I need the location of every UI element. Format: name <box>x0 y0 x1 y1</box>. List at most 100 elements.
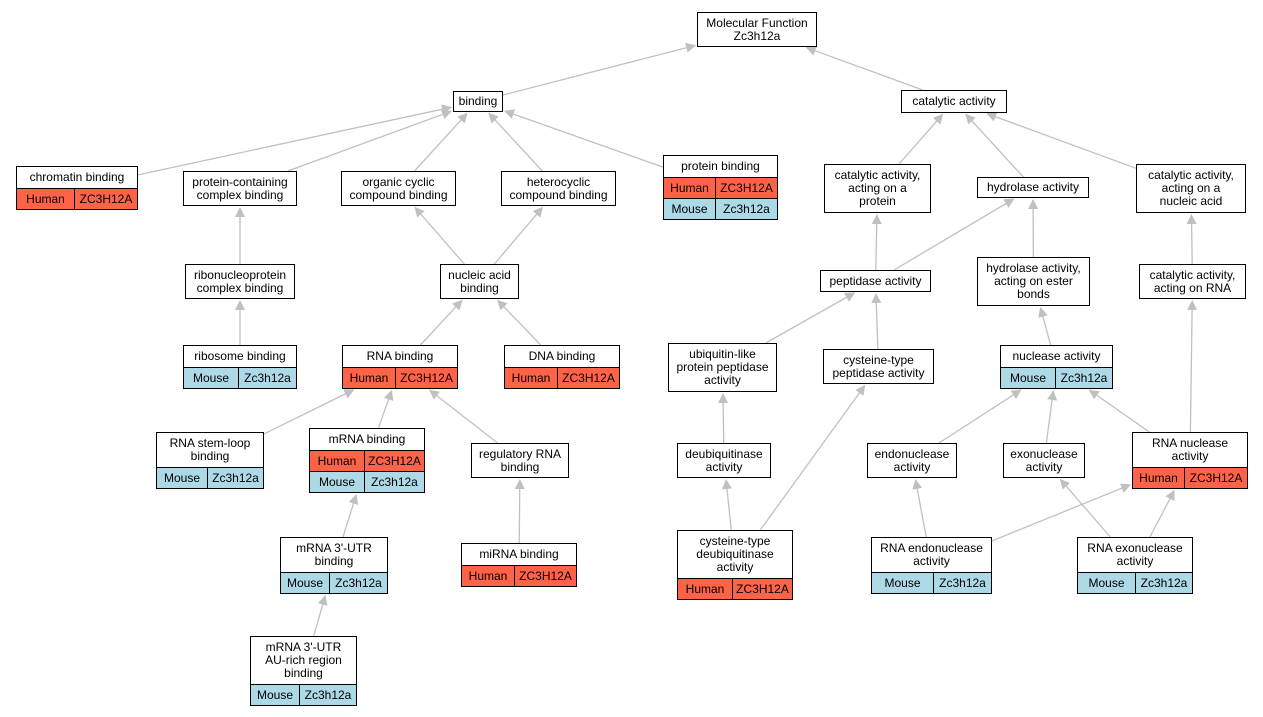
species-cell: Human <box>26 191 65 206</box>
edge-rna-nuclease-activity-to-catalytic-activity-rna <box>1187 299 1198 433</box>
edge-regulatory-rna-binding-to-rna-binding <box>429 389 498 444</box>
edge-hydrolase-activity-to-catalytic-activity <box>965 113 1024 178</box>
gene-cell: Zc3h12a <box>299 685 356 705</box>
species-cell: Mouse <box>163 470 201 485</box>
species-cell: Human <box>317 453 357 468</box>
node-exonuclease-activity: exonuclease activity <box>1003 443 1085 478</box>
species-cell: Human <box>685 581 725 596</box>
node-label: mRNA binding <box>328 432 406 446</box>
edge-catalytic-activity-rna-to-catalytic-activity-nucleic-acid <box>1186 213 1197 265</box>
node-label: protein binding <box>681 159 760 173</box>
annotation-row: Human ZC3H12A <box>1133 467 1247 488</box>
node-protein-containing-complex-binding: protein-containing complex binding <box>183 171 297 206</box>
edge-catalytic-activity-nucleic-acid-to-catalytic-activity <box>986 112 1137 169</box>
species-cell: Mouse <box>286 575 324 590</box>
species-cell: Human <box>1139 470 1178 485</box>
node-label: hydrolase activity, acting on ester bond… <box>986 261 1081 301</box>
species-cell: Human <box>511 370 551 385</box>
edge-exonuclease-activity-to-nuclease-activity <box>1045 389 1058 444</box>
edge-mrna-3utr-binding-to-mrna-binding <box>342 493 359 538</box>
node-label: chromatin binding <box>29 170 125 184</box>
node-label: Molecular Function Zc3h12a <box>706 15 808 43</box>
edge-binding-to-molecular-function <box>502 42 697 96</box>
node-label: hydrolase activity <box>986 180 1080 194</box>
node-label: binding <box>458 94 498 108</box>
node-label: ribosome binding <box>194 349 286 363</box>
node-cysteine-type-peptidase: cysteine-type peptidase activity <box>823 349 934 384</box>
gene-cell: ZC3H12A <box>715 178 777 198</box>
edge-ubiquitin-like-peptidase-to-peptidase-activity <box>765 292 856 344</box>
edge-protein-binding-to-binding <box>503 109 664 168</box>
gene-cell: Zc3h12a <box>364 472 424 492</box>
edge-mirna-binding-to-regulatory-rna-binding <box>514 478 525 544</box>
gene-cell: Zc3h12a <box>1055 368 1112 388</box>
node-hydrolase-activity: hydrolase activity <box>977 177 1089 198</box>
node-regulatory-rna-binding: regulatory RNA binding <box>471 443 569 478</box>
node-organic-cyclic-compound-binding: organic cyclic compound binding <box>341 171 456 206</box>
node-catalytic-activity-rna: catalytic activity, acting on RNA <box>1139 264 1246 299</box>
edge-rna-nuclease-activity-to-nuclease-activity <box>1088 389 1150 433</box>
edge-rna-stem-loop-binding-to-rna-binding <box>263 389 355 435</box>
node-label: organic cyclic compound binding <box>349 174 448 202</box>
edge-mrna-3utr-au-rich-to-mrna-3utr-binding <box>312 594 328 637</box>
node-label: RNA endonuclease activity <box>880 541 983 568</box>
node-binding: binding <box>453 91 503 112</box>
node-peptidase-activity: peptidase activity <box>820 270 931 292</box>
edge-rna-exonuclease-activity-to-exonuclease-activity <box>1059 478 1111 538</box>
edge-rna-endonuclease-activity-to-rna-nuclease-activity <box>991 483 1132 542</box>
node-label: catalytic activity <box>912 94 996 108</box>
node-label: mRNA 3'-UTR AU-rich region binding <box>265 640 342 680</box>
node-label: RNA exonuclease activity <box>1087 541 1183 568</box>
species-cell: Mouse <box>884 575 921 590</box>
node-label: nuclease activity <box>1012 349 1101 363</box>
species-cell: Human <box>670 180 709 195</box>
node-label: protein-containing complex binding <box>192 174 288 202</box>
node-label: exonuclease activity <box>1010 446 1078 474</box>
node-molecular-function: Molecular Function Zc3h12a <box>697 12 817 47</box>
edge-cysteine-type-deubiquitinase-to-cysteine-type-peptidase <box>759 384 866 531</box>
node-catalytic-activity-protein: catalytic activity, acting on a protein <box>824 164 931 213</box>
gene-cell: Zc3h12a <box>715 199 777 219</box>
species-cell: Human <box>349 370 389 385</box>
node-endonuclease-activity: endonuclease activity <box>867 443 957 478</box>
node-label: mRNA 3'-UTR binding <box>296 541 372 568</box>
species-cell: Mouse <box>1088 575 1125 590</box>
gene-cell: ZC3H12A <box>514 566 576 586</box>
gene-cell: ZC3H12A <box>1184 468 1247 488</box>
node-ubiquitin-like-peptidase: ubiquitin-like protein peptidase activit… <box>668 343 777 392</box>
node-catalytic-activity-nucleic-acid: catalytic activity, acting on a nucleic … <box>1136 164 1246 213</box>
annotation-row: Human ZC3H12A <box>664 177 777 198</box>
edge-cysteine-type-deubiquitinase-to-deubiquitinase-activity <box>722 478 732 531</box>
edge-catalytic-activity-to-molecular-function <box>805 46 923 91</box>
node-label: deubiquitinase activity <box>685 446 763 474</box>
edge-nucleic-acid-binding-to-organic-cyclic-compound-binding <box>414 206 465 265</box>
gene-cell: ZC3H12A <box>364 451 424 471</box>
node-label: DNA binding <box>528 349 596 363</box>
node-label: catalytic activity, acting on RNA <box>1149 267 1236 295</box>
node-heterocyclic-compound-binding: heterocyclic compound binding <box>501 171 616 206</box>
node-catalytic-activity: catalytic activity <box>901 90 1007 113</box>
edge-rna-exonuclease-activity-to-rna-nuclease-activity <box>1149 489 1175 538</box>
gene-cell: ZC3H12A <box>557 368 619 388</box>
species-cell: Human <box>468 568 508 583</box>
node-label: RNA stem-loop binding <box>169 436 251 463</box>
gene-cell: Zc3h12a <box>933 573 991 593</box>
node-deubiquitinase-activity: deubiquitinase activity <box>677 443 771 478</box>
